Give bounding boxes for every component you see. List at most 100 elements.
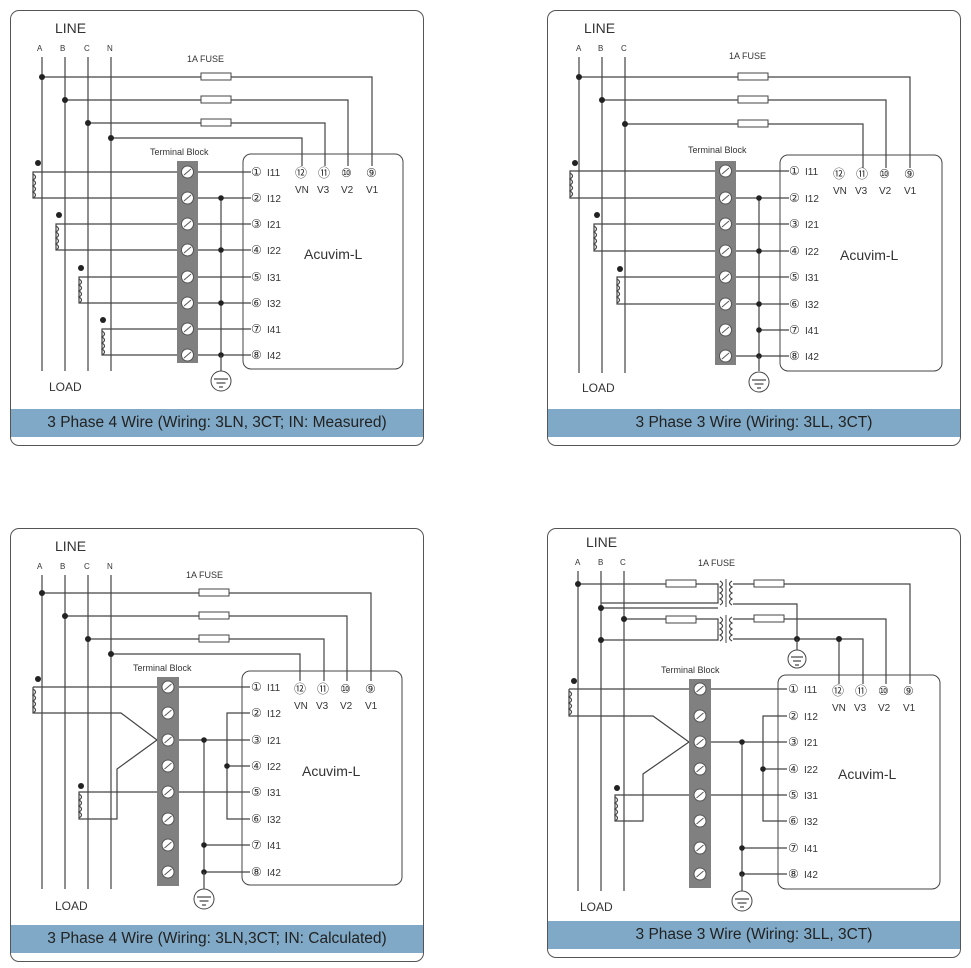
meter-box — [241, 670, 403, 886]
junction-dot — [85, 120, 91, 126]
phase-label-n: N — [107, 562, 113, 571]
terminal-4-num: ④ — [788, 762, 799, 776]
current-transformers — [567, 678, 690, 822]
phase-label-b: B — [60, 562, 65, 571]
wiring-panel-1: LINE A B C N LOAD 1A FUSE Acuvim-L ⑫ ⑪ ⑩… — [10, 10, 424, 446]
terminal-block — [177, 161, 198, 363]
junction-dot — [62, 97, 68, 103]
voltage-wire-v1 — [42, 76, 373, 166]
meter-label: Acuvim-L — [304, 246, 363, 262]
phase-label-b: B — [60, 44, 65, 53]
fuse-3 — [737, 119, 769, 128]
terminal-i31-label: I31 — [267, 788, 281, 799]
phase-label-a: A — [575, 558, 581, 567]
phase-label-c: C — [84, 562, 90, 571]
meter-label: Acuvim-L — [840, 247, 899, 263]
terminal-11-num: ⑪ — [856, 167, 868, 181]
terminal-vn-label: VN — [832, 703, 846, 714]
terminal-6-num: ⑥ — [789, 297, 800, 311]
terminal-i42-label: I42 — [805, 352, 819, 363]
terminal-v1-label: V1 — [904, 186, 917, 197]
terminal-v3-label: V3 — [855, 186, 868, 197]
ground-icon — [193, 872, 215, 910]
potential-transformers — [575, 579, 911, 684]
wiring-diagram-3: LINE A B C N LOAD 1A FUSE Acuvim-L ⑫ ⑪ ⑩… — [31, 538, 403, 913]
terminal-12-num: ⑫ — [294, 682, 306, 696]
terminal-1-num: ① — [789, 164, 800, 178]
terminal-i22-label: I22 — [267, 246, 281, 257]
terminal-i32-label: I32 — [805, 300, 819, 311]
terminal-i31-label: I31 — [267, 273, 281, 284]
terminal-12-num: ⑫ — [833, 167, 845, 181]
terminal-i32-label: I32 — [804, 817, 818, 828]
meter-label: Acuvim-L — [302, 763, 361, 779]
terminal-i42-label: I42 — [804, 870, 818, 881]
phase-label-b: B — [598, 558, 603, 567]
terminal-screws — [693, 682, 707, 881]
junction-dot — [108, 135, 114, 141]
junction-dot — [622, 121, 628, 127]
meter-box — [779, 154, 943, 372]
terminal-10-num: ⑩ — [341, 166, 352, 180]
junction-dot — [39, 74, 45, 80]
terminal-1-num: ① — [788, 682, 799, 696]
terminal-8-num: ⑧ — [251, 348, 262, 362]
load-label: LOAD — [49, 380, 82, 394]
terminal-i21-label: I21 — [804, 738, 818, 749]
terminal-i21-label: I21 — [805, 220, 819, 231]
terminal-10-num: ⑩ — [340, 682, 351, 696]
terminal-i12-label: I12 — [267, 709, 281, 720]
fuse-label: 1A FUSE — [698, 558, 735, 568]
phase-label-n: N — [107, 44, 113, 53]
ground-icon — [748, 356, 770, 393]
terminal-4-num: ④ — [251, 759, 262, 773]
terminal-8-num: ⑧ — [251, 865, 262, 879]
terminal-8-num: ⑧ — [788, 867, 799, 881]
wiring-panel-4: LINE A B C LOAD 1A FUSE — [547, 528, 961, 958]
terminal-v2-label: V2 — [341, 185, 354, 196]
terminal-11-num: ⑪ — [855, 684, 867, 698]
terminal-i12-label: I12 — [805, 194, 819, 205]
fuse-2 — [200, 95, 232, 104]
terminal-i11-label: I11 — [267, 683, 281, 694]
terminal-7-num: ⑦ — [788, 841, 799, 855]
panel-caption: 3 Phase 4 Wire (Wiring: 3LN, 3CT; IN: Me… — [11, 409, 423, 437]
load-label: LOAD — [580, 900, 613, 914]
terminal-3-num: ③ — [788, 735, 799, 749]
wiring-panel-2: LINE A B C LOAD 1A FUSE Acuvim-L ⑫ ⑪ ⑩ ⑨… — [547, 10, 961, 446]
terminal-i42-label: I42 — [267, 351, 281, 362]
terminal-6-num: ⑥ — [788, 814, 799, 828]
voltage-wire-v2 — [65, 99, 349, 166]
terminal-7-num: ⑦ — [251, 838, 262, 852]
terminal-6-num: ⑥ — [251, 296, 262, 310]
terminal-10-num: ⑩ — [878, 684, 889, 698]
terminal-2-num: ② — [251, 706, 262, 720]
terminal-11-num: ⑪ — [318, 166, 330, 180]
current-transformers — [31, 160, 177, 356]
wiring-diagram-4: LINE A B C LOAD 1A FUSE — [567, 534, 941, 914]
terminal-i11-label: I11 — [804, 685, 818, 696]
terminal-8-num: ⑧ — [789, 349, 800, 363]
terminal-3-num: ③ — [789, 217, 800, 231]
fuse-3 — [200, 118, 232, 127]
terminal-i41-label: I41 — [267, 325, 281, 336]
fuse-3 — [198, 634, 230, 643]
voltage-wire-v1 — [42, 592, 372, 681]
line-label: LINE — [586, 534, 617, 550]
terminal-v1-label: V1 — [366, 185, 379, 196]
terminal-screws — [181, 165, 194, 362]
terminal-i22-label: I22 — [267, 762, 281, 773]
terminal-2-num: ② — [251, 191, 262, 205]
terminal-5-num: ⑤ — [789, 270, 800, 284]
current-wires — [736, 170, 789, 359]
fuse-label: 1A FUSE — [187, 54, 224, 64]
pt-ground-icon — [787, 639, 807, 669]
terminal-v3-label: V3 — [317, 185, 330, 196]
phase-label-c: C — [621, 44, 627, 53]
terminal-screws — [719, 164, 732, 363]
phase-label-a: A — [576, 44, 582, 53]
terminal-v3-label: V3 — [854, 703, 867, 714]
meter-box — [242, 153, 404, 370]
terminal-block-label: Terminal Block — [688, 145, 747, 155]
terminal-4-num: ④ — [251, 243, 262, 257]
